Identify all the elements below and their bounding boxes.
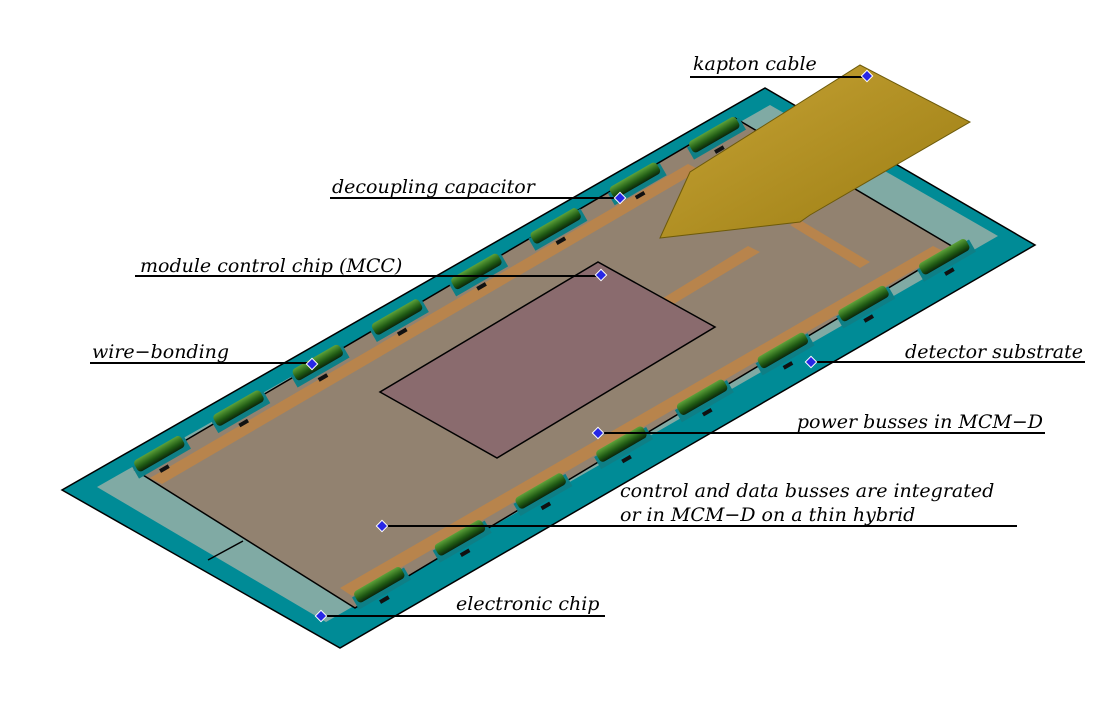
electronic-chip	[211, 390, 271, 434]
electronic-chip	[369, 299, 429, 342]
marker-diamond-icon	[314, 609, 328, 623]
label-text: electronic chip	[456, 593, 599, 615]
electronic-chip	[432, 520, 492, 563]
label-text-line2: or in MCM−D on a thin hybrid	[620, 504, 915, 526]
label-text: module control chip (MCC)	[140, 255, 402, 277]
label-detector-substrate: detector substrate	[804, 341, 1085, 369]
electronic-chip	[352, 567, 411, 610]
marker-diamond-icon	[594, 268, 608, 282]
label-wire-bonding: wire−bonding	[90, 341, 319, 371]
marker-diamond-icon	[375, 519, 389, 533]
electronic-chip	[755, 332, 815, 376]
bus-strip-link-2	[790, 220, 870, 268]
electronic-chip	[594, 426, 654, 470]
electronic-chip	[513, 473, 573, 516]
marker-diamond-icon	[591, 426, 605, 440]
module-control-chip	[378, 261, 717, 459]
label-text: decoupling capacitor	[332, 176, 537, 198]
electronic-chip	[836, 285, 896, 329]
label-kapton-cable: kapton cable	[690, 53, 874, 83]
kapton-cable	[659, 64, 972, 239]
label-text-line1: control and data busses are integrated	[620, 480, 994, 502]
electronic-chip	[528, 208, 588, 251]
substrate-divider	[207, 540, 244, 561]
label-text: detector substrate	[905, 341, 1083, 363]
label-control-data-busses: control and data busses are integrated o…	[375, 480, 1017, 533]
marker-diamond-icon	[305, 357, 319, 371]
label-decoupling-capacitor: decoupling capacitor	[330, 176, 627, 205]
marker-diamond-icon	[860, 69, 874, 83]
marker-diamond-icon	[804, 355, 818, 369]
electronic-chip	[917, 239, 976, 282]
electronic-chips	[132, 117, 976, 610]
marker-diamond-icon	[613, 191, 627, 205]
label-text: kapton cable	[693, 53, 817, 75]
label-text: power busses in MCM−D	[797, 411, 1043, 433]
bus-strip-bottom	[340, 246, 945, 596]
bus-strip-top	[150, 164, 700, 484]
bus-strip-link	[660, 246, 760, 305]
label-power-busses: power busses in MCM−D	[591, 411, 1045, 440]
label-electronic-chip: electronic chip	[314, 593, 605, 623]
electronic-chip	[674, 379, 734, 423]
electronic-chip	[290, 344, 350, 388]
electronic-chip	[687, 117, 746, 160]
label-text: wire−bonding	[92, 341, 229, 363]
label-mcc: module control chip (MCC)	[135, 255, 608, 282]
electronic-chip	[132, 436, 191, 479]
